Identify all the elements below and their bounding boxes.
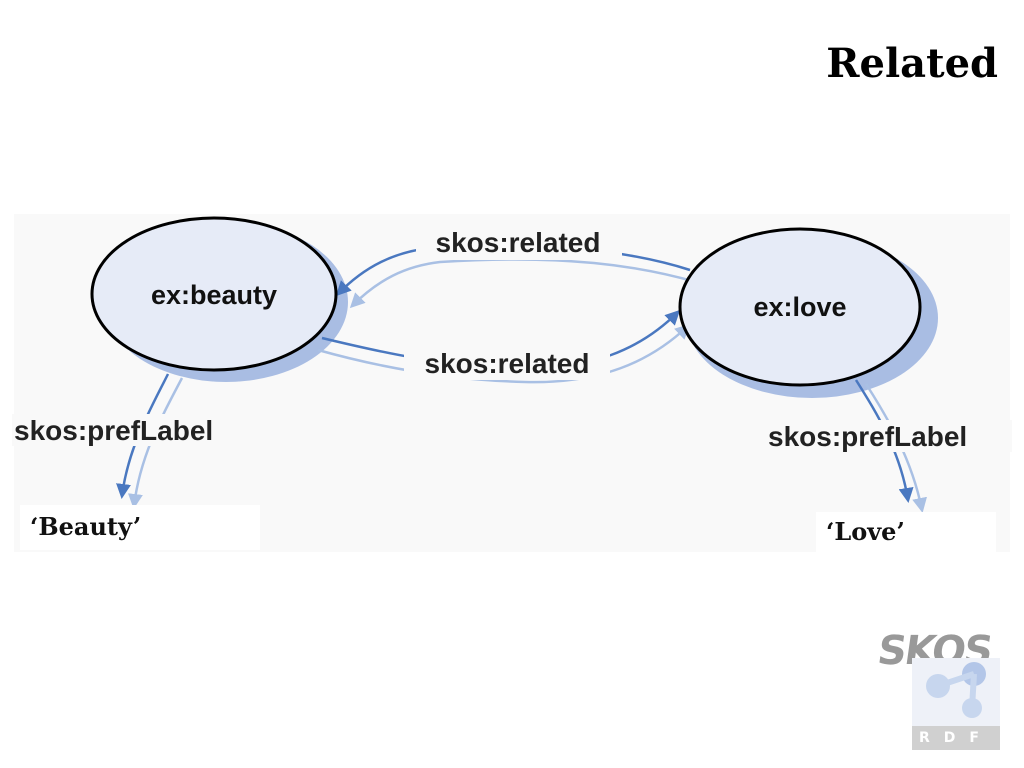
slide-title: Related: [826, 40, 998, 87]
rdf-logo-text: RDF: [912, 726, 1000, 750]
rdf-molecule-icon: [912, 658, 1000, 726]
related-bottom-arrow-light: [317, 323, 691, 384]
preflabel-right-label: skos:prefLabel: [768, 421, 967, 452]
beauty-literal: ‘Beauty’: [30, 512, 141, 541]
preflabel-left-label: skos:prefLabel: [14, 415, 213, 446]
love-node: [678, 227, 922, 387]
related-bottom-label: skos:related: [425, 348, 590, 379]
related-top-label: skos:related: [436, 227, 601, 258]
related-top-arrow-light: [349, 258, 697, 309]
beauty-node-label: ex:beauty: [151, 280, 277, 310]
love-node-label: ex:love: [753, 292, 846, 322]
skos-rdf-logo: SKOS RDF: [875, 628, 1006, 752]
love-literal: ‘Love’: [826, 517, 905, 546]
beauty-node: [90, 216, 338, 372]
